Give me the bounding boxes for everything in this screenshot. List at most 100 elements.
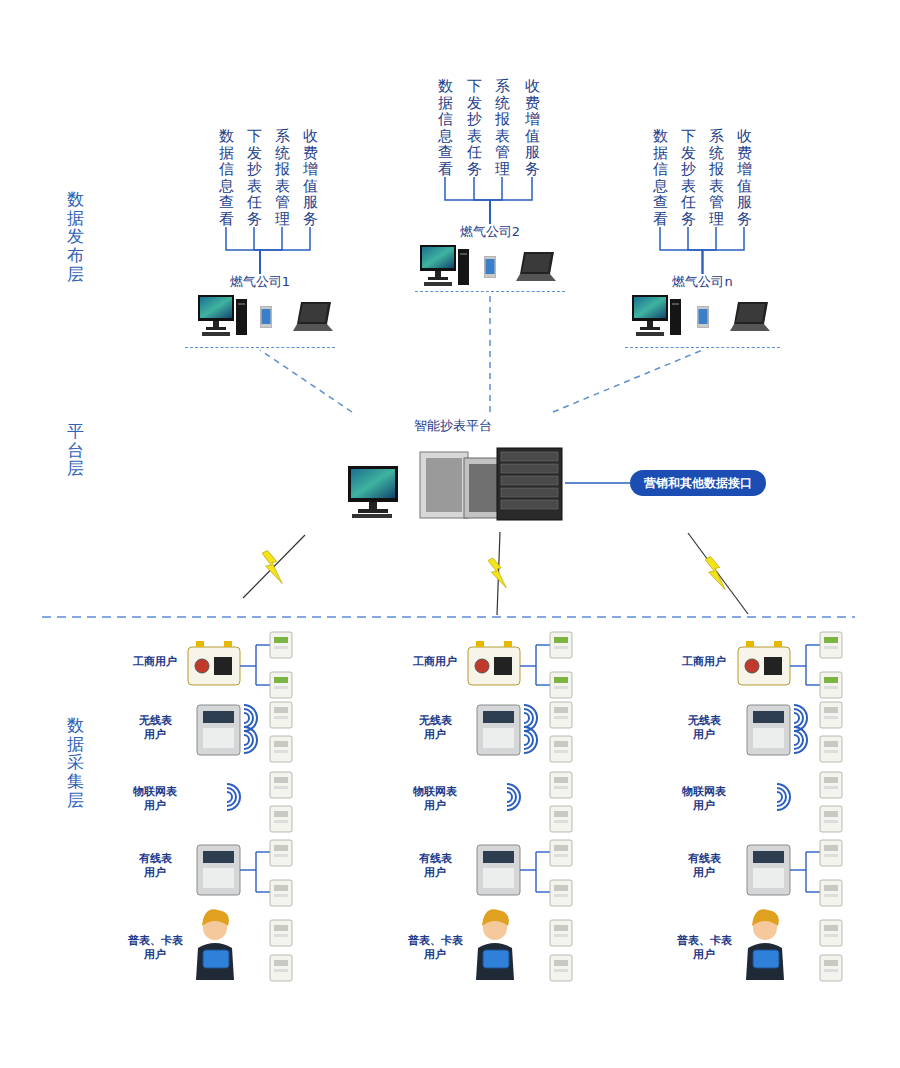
meter-icon (550, 880, 572, 906)
illustration-part (554, 811, 568, 817)
signal-icon (244, 713, 249, 723)
company-node: 燃气公司1 (185, 274, 335, 348)
signal-icon (777, 788, 786, 806)
function-column: 下发抄表任务 (467, 78, 482, 177)
function-text: 数据信息查看 (438, 78, 453, 177)
user-type-label: 有线表 用户 (416, 852, 454, 880)
user-type-label: 物联网表 用户 (410, 785, 460, 813)
user-type-label: 普表、卡表 用户 (405, 934, 465, 962)
concentrator-icon (747, 845, 790, 895)
concentrator-icon (197, 705, 240, 755)
illustration-part (753, 950, 779, 968)
layer-label: 数据发布层 (67, 190, 84, 283)
illustration-part (554, 686, 568, 689)
meter-icon (820, 806, 842, 832)
illustration-part (554, 677, 568, 683)
illustration-part (806, 891, 820, 892)
illustration-part (536, 644, 550, 645)
signal-icon (524, 727, 537, 753)
illustration-part (274, 716, 288, 719)
illustration-part (790, 665, 806, 666)
user-type-label: 物联网表 用户 (679, 785, 729, 813)
function-text: 系统报表管理 (709, 128, 724, 227)
illustration-part (774, 641, 782, 647)
company-node: 燃气公司n (625, 274, 780, 348)
illustration-part (202, 909, 229, 926)
illustration-part (274, 750, 288, 753)
illustration-part (824, 820, 838, 823)
connector-line (703, 227, 745, 274)
illustration-part (824, 845, 838, 851)
signal-icon (794, 731, 803, 749)
meter-icon (550, 736, 572, 762)
illustration-part (753, 851, 784, 863)
illustration-part (483, 711, 514, 723)
illustration-part (274, 845, 288, 851)
meter-icon (820, 672, 842, 698)
illustration-part (274, 811, 288, 817)
function-column: 下发抄表任务 (681, 128, 696, 227)
connector-line (660, 227, 703, 274)
illustration-part (274, 677, 288, 683)
signal-icon (777, 784, 790, 810)
illustration-part (806, 684, 820, 685)
concentrator-icon (477, 845, 520, 895)
node-text: 燃气公司n (625, 274, 780, 290)
meter-icon (270, 806, 292, 832)
meter-icon (270, 920, 292, 946)
illustration-part (274, 686, 288, 689)
illustration-part (203, 728, 234, 748)
illustration-part (752, 909, 779, 926)
meter-icon (820, 632, 842, 658)
user-type-label: 普表、卡表 用户 (125, 934, 185, 962)
layer-label: 数据采集层 (67, 716, 84, 809)
illustration-part (274, 854, 288, 857)
signal-icon (524, 709, 533, 727)
layer-label: 平台层 (67, 422, 84, 478)
signal-icon (777, 792, 782, 802)
meter-icon (270, 736, 292, 762)
meter-icon (550, 806, 572, 832)
signal-icon (227, 788, 236, 806)
user-type-label: 普表、卡表 用户 (674, 934, 734, 962)
dashed-link (489, 294, 491, 412)
dashed-link (260, 350, 352, 412)
function-column: 系统报表管理 (495, 78, 510, 177)
meter-icon (550, 955, 572, 981)
signal-icon (227, 792, 232, 802)
function-column: 系统报表管理 (275, 128, 290, 227)
signal-icon (507, 784, 520, 810)
illustration-part (824, 637, 838, 643)
meter-icon (820, 920, 842, 946)
illustration-part (504, 641, 512, 647)
function-text: 数据信息查看 (219, 128, 234, 227)
illustration-part (824, 716, 838, 719)
user-type-label: 无线表 用户 (685, 714, 723, 742)
user-type-label: 物联网表 用户 (130, 785, 180, 813)
illustration-part (824, 811, 838, 817)
user-type-label: 无线表 用户 (136, 714, 174, 742)
illustration-part (554, 786, 568, 789)
illustration-part (824, 854, 838, 857)
illustration-part (483, 728, 514, 748)
illustration-part (824, 741, 838, 747)
illustration-part (806, 851, 820, 852)
illustration-part (554, 845, 568, 851)
illustration-part (274, 786, 288, 789)
illustration-part (255, 645, 256, 685)
illustration-part (805, 852, 806, 892)
cabinet-icon (468, 647, 520, 685)
function-column: 数据信息查看 (438, 78, 453, 177)
signal-icon (244, 731, 253, 749)
dashed-link (553, 350, 703, 412)
signal-icon (244, 735, 249, 745)
illustration-part (554, 820, 568, 823)
user-type-label: 无线表 用户 (416, 714, 454, 742)
cabinet-icon (738, 647, 790, 685)
cabinet-icon (188, 647, 240, 685)
company-node: 燃气公司2 (415, 224, 565, 292)
user-type-label: 有线表 用户 (136, 852, 174, 880)
function-column: 数据信息查看 (653, 128, 668, 227)
user-type-label: 工商用户 (128, 655, 182, 669)
illustration-part (494, 657, 512, 675)
